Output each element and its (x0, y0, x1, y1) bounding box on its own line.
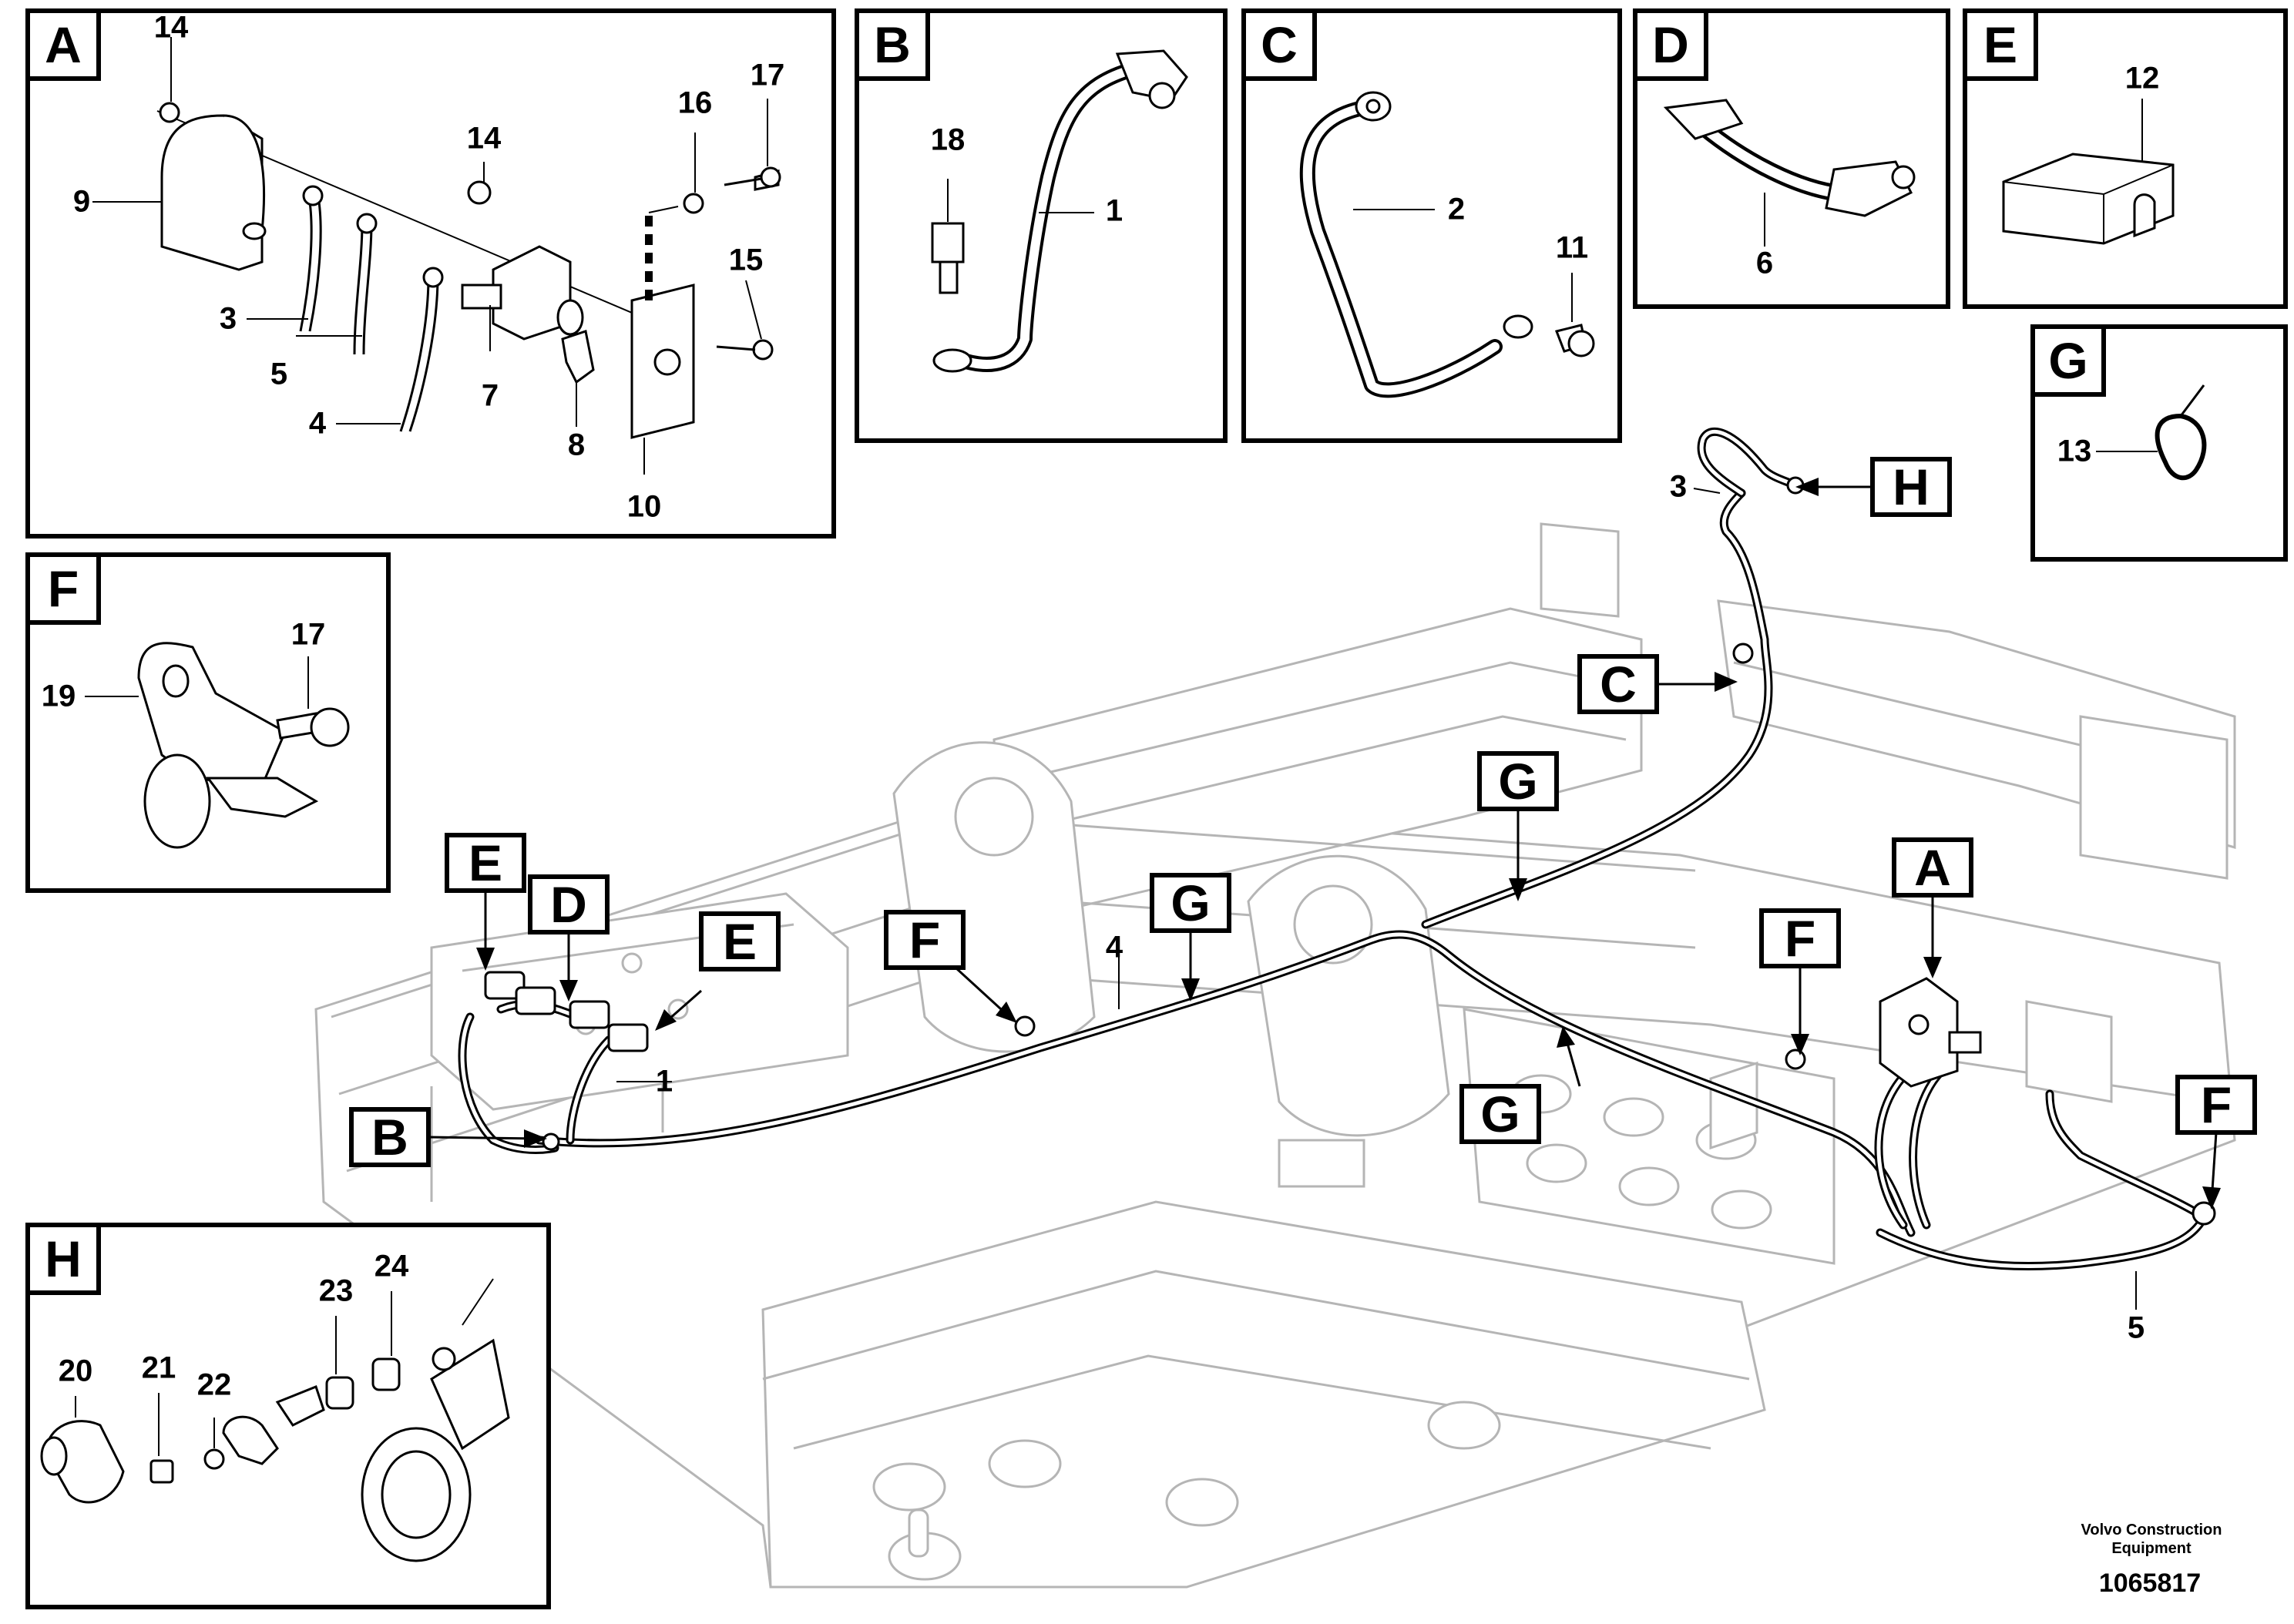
panel-h-label-21: 21 (142, 1351, 176, 1385)
panel-a-label-10: 10 (627, 490, 662, 524)
callout-e-right-text: E (723, 913, 757, 970)
main-label-4: 4 (1106, 931, 1123, 965)
panel-g-label-13: 13 (2057, 435, 2092, 468)
panel-e-label-12: 12 (2125, 62, 2160, 96)
callout-g-middle: G (1150, 873, 1231, 933)
footer: Volvo Construction Equipment 1065817 (2081, 1522, 2222, 1598)
panel-a-label-9: 9 (73, 185, 90, 219)
callout-h-text: H (1893, 458, 1930, 515)
panel-a-label-16: 16 (678, 86, 713, 120)
callout-g-upper-text: G (1498, 753, 1537, 810)
callout-c-text: C (1600, 656, 1637, 713)
panel-h-label-22: 22 (197, 1368, 232, 1402)
panel-e: E 12 (1963, 8, 2288, 309)
panel-b-letter: B (874, 16, 911, 73)
callout-g-upper: G (1477, 751, 1559, 811)
panel-d-letter: D (1652, 16, 1689, 73)
panel-h-label-20: 20 (59, 1354, 93, 1388)
panel-c: C 2 11 (1241, 8, 1622, 443)
panel-d: D 6 (1633, 8, 1950, 309)
main-cables (458, 428, 2216, 1271)
panel-a-label-15: 15 (729, 243, 764, 277)
callout-b-text: B (371, 1109, 408, 1166)
callout-f-right: F (2175, 1075, 2257, 1135)
main-label-5: 5 (2128, 1311, 2145, 1345)
callout-e-left: E (445, 833, 526, 893)
callout-f-left-text: F (909, 911, 940, 968)
panel-d-label-6: 6 (1756, 247, 1773, 280)
callout-a: A (1892, 837, 1973, 898)
callout-e-right: E (699, 911, 781, 971)
callout-g-middle-text: G (1171, 874, 1210, 931)
panel-h: H 20 21 22 23 24 (25, 1223, 551, 1609)
callout-a-text: A (1914, 839, 1951, 896)
panel-f-letter: F (48, 560, 79, 617)
panel-a-label-8: 8 (568, 428, 585, 462)
panel-a-letter: A (45, 16, 82, 73)
callout-f-left: F (884, 910, 966, 970)
panel-b-label-1: 1 (1106, 194, 1123, 228)
callout-h: H (1870, 457, 1952, 517)
callout-d-text: D (550, 876, 587, 933)
panel-a-label-17: 17 (751, 59, 785, 92)
callout-f-middle-text: F (1785, 910, 1815, 967)
callout-f-right-text: F (2201, 1076, 2232, 1133)
credit-line-2: Equipment (2111, 1540, 2192, 1557)
panel-a-label-3: 3 (220, 302, 237, 336)
panel-a-label-14-top: 14 (154, 11, 189, 45)
callout-b: B (349, 1107, 431, 1167)
panel-a-label-14-mid: 14 (467, 122, 502, 156)
main-label-1: 1 (656, 1065, 673, 1099)
panel-h-label-24: 24 (374, 1250, 409, 1283)
credit-line-1: Volvo Construction (2081, 1522, 2222, 1538)
callout-e-left-text: E (469, 834, 502, 891)
panel-a-label-5: 5 (270, 357, 287, 391)
callout-d: D (528, 874, 610, 934)
panel-g: G 13 (2030, 324, 2288, 562)
panel-g-letter: G (2048, 332, 2087, 389)
panel-e-letter: E (1983, 16, 2017, 73)
panel-a-label-4: 4 (309, 407, 327, 441)
panel-f-label-17: 17 (291, 618, 326, 652)
panel-b: B 18 1 (855, 8, 1228, 443)
callout-f-middle: F (1759, 908, 1841, 968)
callout-g-lower-text: G (1480, 1085, 1520, 1143)
callout-c: C (1577, 654, 1659, 714)
panel-c-label-11: 11 (1556, 231, 1588, 265)
panel-f: F 19 17 (25, 552, 391, 893)
callout-leaders (428, 478, 2221, 1310)
panel-a: A (25, 8, 836, 539)
panel-h-letter: H (45, 1230, 82, 1287)
panel-f-label-19: 19 (42, 679, 76, 713)
main-label-3: 3 (1670, 470, 1687, 504)
panel-c-letter: C (1261, 16, 1298, 73)
panel-h-label-23: 23 (319, 1274, 354, 1308)
panel-c-label-2: 2 (1448, 193, 1465, 226)
document-number: 1065817 (2099, 1569, 2201, 1598)
machine-frame (314, 522, 2236, 1589)
panel-a-label-7: 7 (482, 379, 499, 413)
callout-g-lower: G (1459, 1084, 1541, 1144)
panel-b-label-18: 18 (931, 123, 966, 157)
